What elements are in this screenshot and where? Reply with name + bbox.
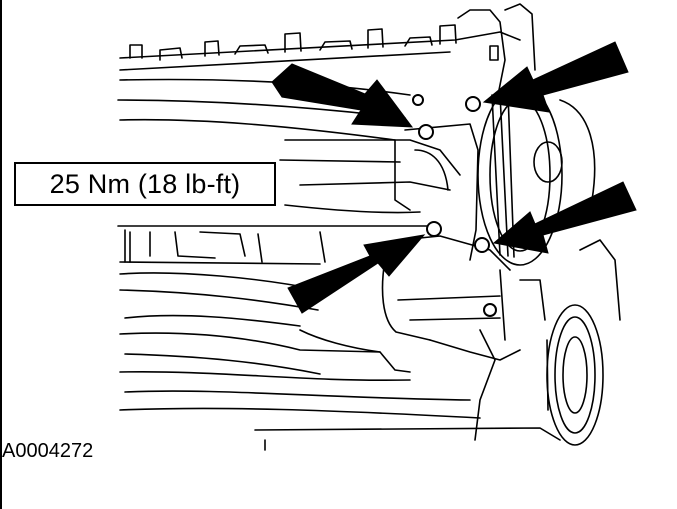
figure-id-label: A0004272: [2, 440, 94, 462]
bolt: [483, 303, 497, 317]
bolt: [474, 237, 490, 253]
pointer-arrow: [271, 63, 414, 128]
torque-callout-text: 25 Nm (18 lb-ft): [49, 168, 241, 199]
pointer-arrow: [492, 181, 637, 254]
bolt: [412, 94, 424, 106]
frame-edge: [0, 0, 2, 509]
pump-body: [404, 123, 479, 261]
pointer-arrow: [287, 234, 426, 314]
torque-callout-box: 25 Nm (18 lb-ft): [14, 162, 276, 206]
bolt: [418, 124, 434, 140]
bolt: [465, 96, 481, 112]
pointer-arrow: [482, 41, 629, 113]
bolt: [426, 221, 442, 237]
valve-cover-outline: [119, 31, 521, 59]
